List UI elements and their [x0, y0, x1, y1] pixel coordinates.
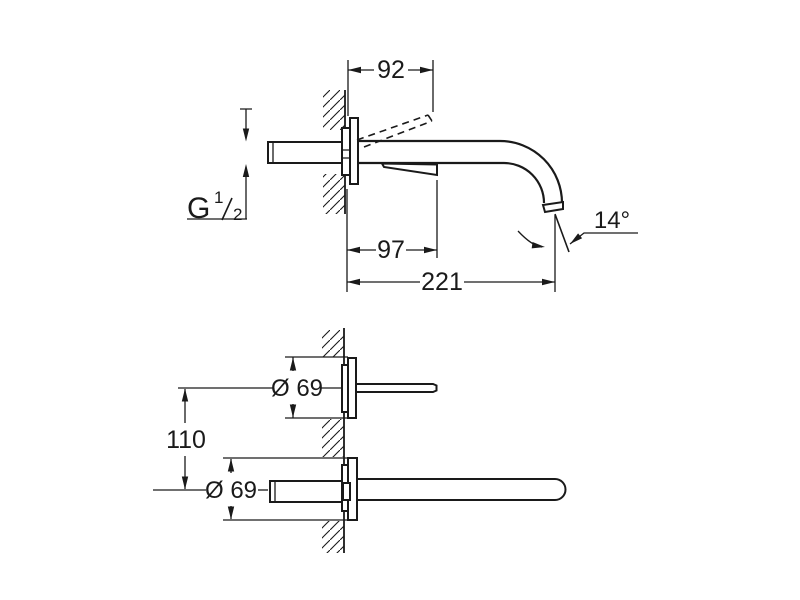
mounting-flange [341, 127, 351, 176]
dimension-dia69-bottom: Ø 69 [205, 457, 350, 521]
spout-inner-curve [358, 161, 546, 204]
dimension-92: 92 [347, 56, 434, 116]
dimension-dia69-top: Ø 69 [271, 356, 356, 419]
wall-hatch-upper [323, 90, 345, 130]
spout-arm [356, 478, 567, 501]
dia69-top-label: Ø 69 [271, 375, 323, 402]
wall-hatch-lower [323, 174, 345, 214]
dim-97-label: 97 [377, 236, 405, 264]
plan-view: Ø 69 110 Ø 69 [153, 328, 567, 553]
dimension-97: 97 [346, 180, 438, 292]
spout-body-inwall [269, 480, 344, 503]
spout-unit-plan [269, 457, 567, 521]
wall-hatch-top [322, 330, 344, 357]
dimension-110: 110 [153, 387, 274, 491]
valve-lever [355, 383, 438, 393]
wall-hatch-middle [322, 419, 344, 457]
dim-110-label: 110 [166, 426, 206, 454]
fraction-slash [221, 197, 233, 221]
dimension-angle-14: 14° [517, 207, 638, 253]
wall-hatch-bottom [322, 521, 344, 553]
valve-escutcheon [347, 357, 357, 419]
dim-221-label: 221 [421, 268, 463, 296]
dimension-thread-g12: G 1 2 [187, 108, 252, 225]
angle-14-label: 14° [594, 207, 630, 234]
spout-connection [342, 482, 351, 501]
lever-up-position-dashed [356, 114, 433, 148]
spout-outer-curve [358, 139, 564, 204]
dia69-bottom-label: Ø 69 [205, 477, 257, 504]
dimension-221: 221 [347, 215, 556, 296]
dim-92-label: 92 [377, 56, 405, 84]
supply-pipe [267, 141, 346, 164]
escutcheon-side [349, 117, 359, 185]
spout-aerator-tip [541, 200, 564, 214]
connection-detail [343, 149, 350, 159]
lever-down-position [380, 162, 438, 177]
valve-unit-plan [341, 357, 438, 419]
side-view: 92 97 221 14° [187, 56, 638, 296]
thread-size-label: G 1 2 [187, 188, 242, 225]
